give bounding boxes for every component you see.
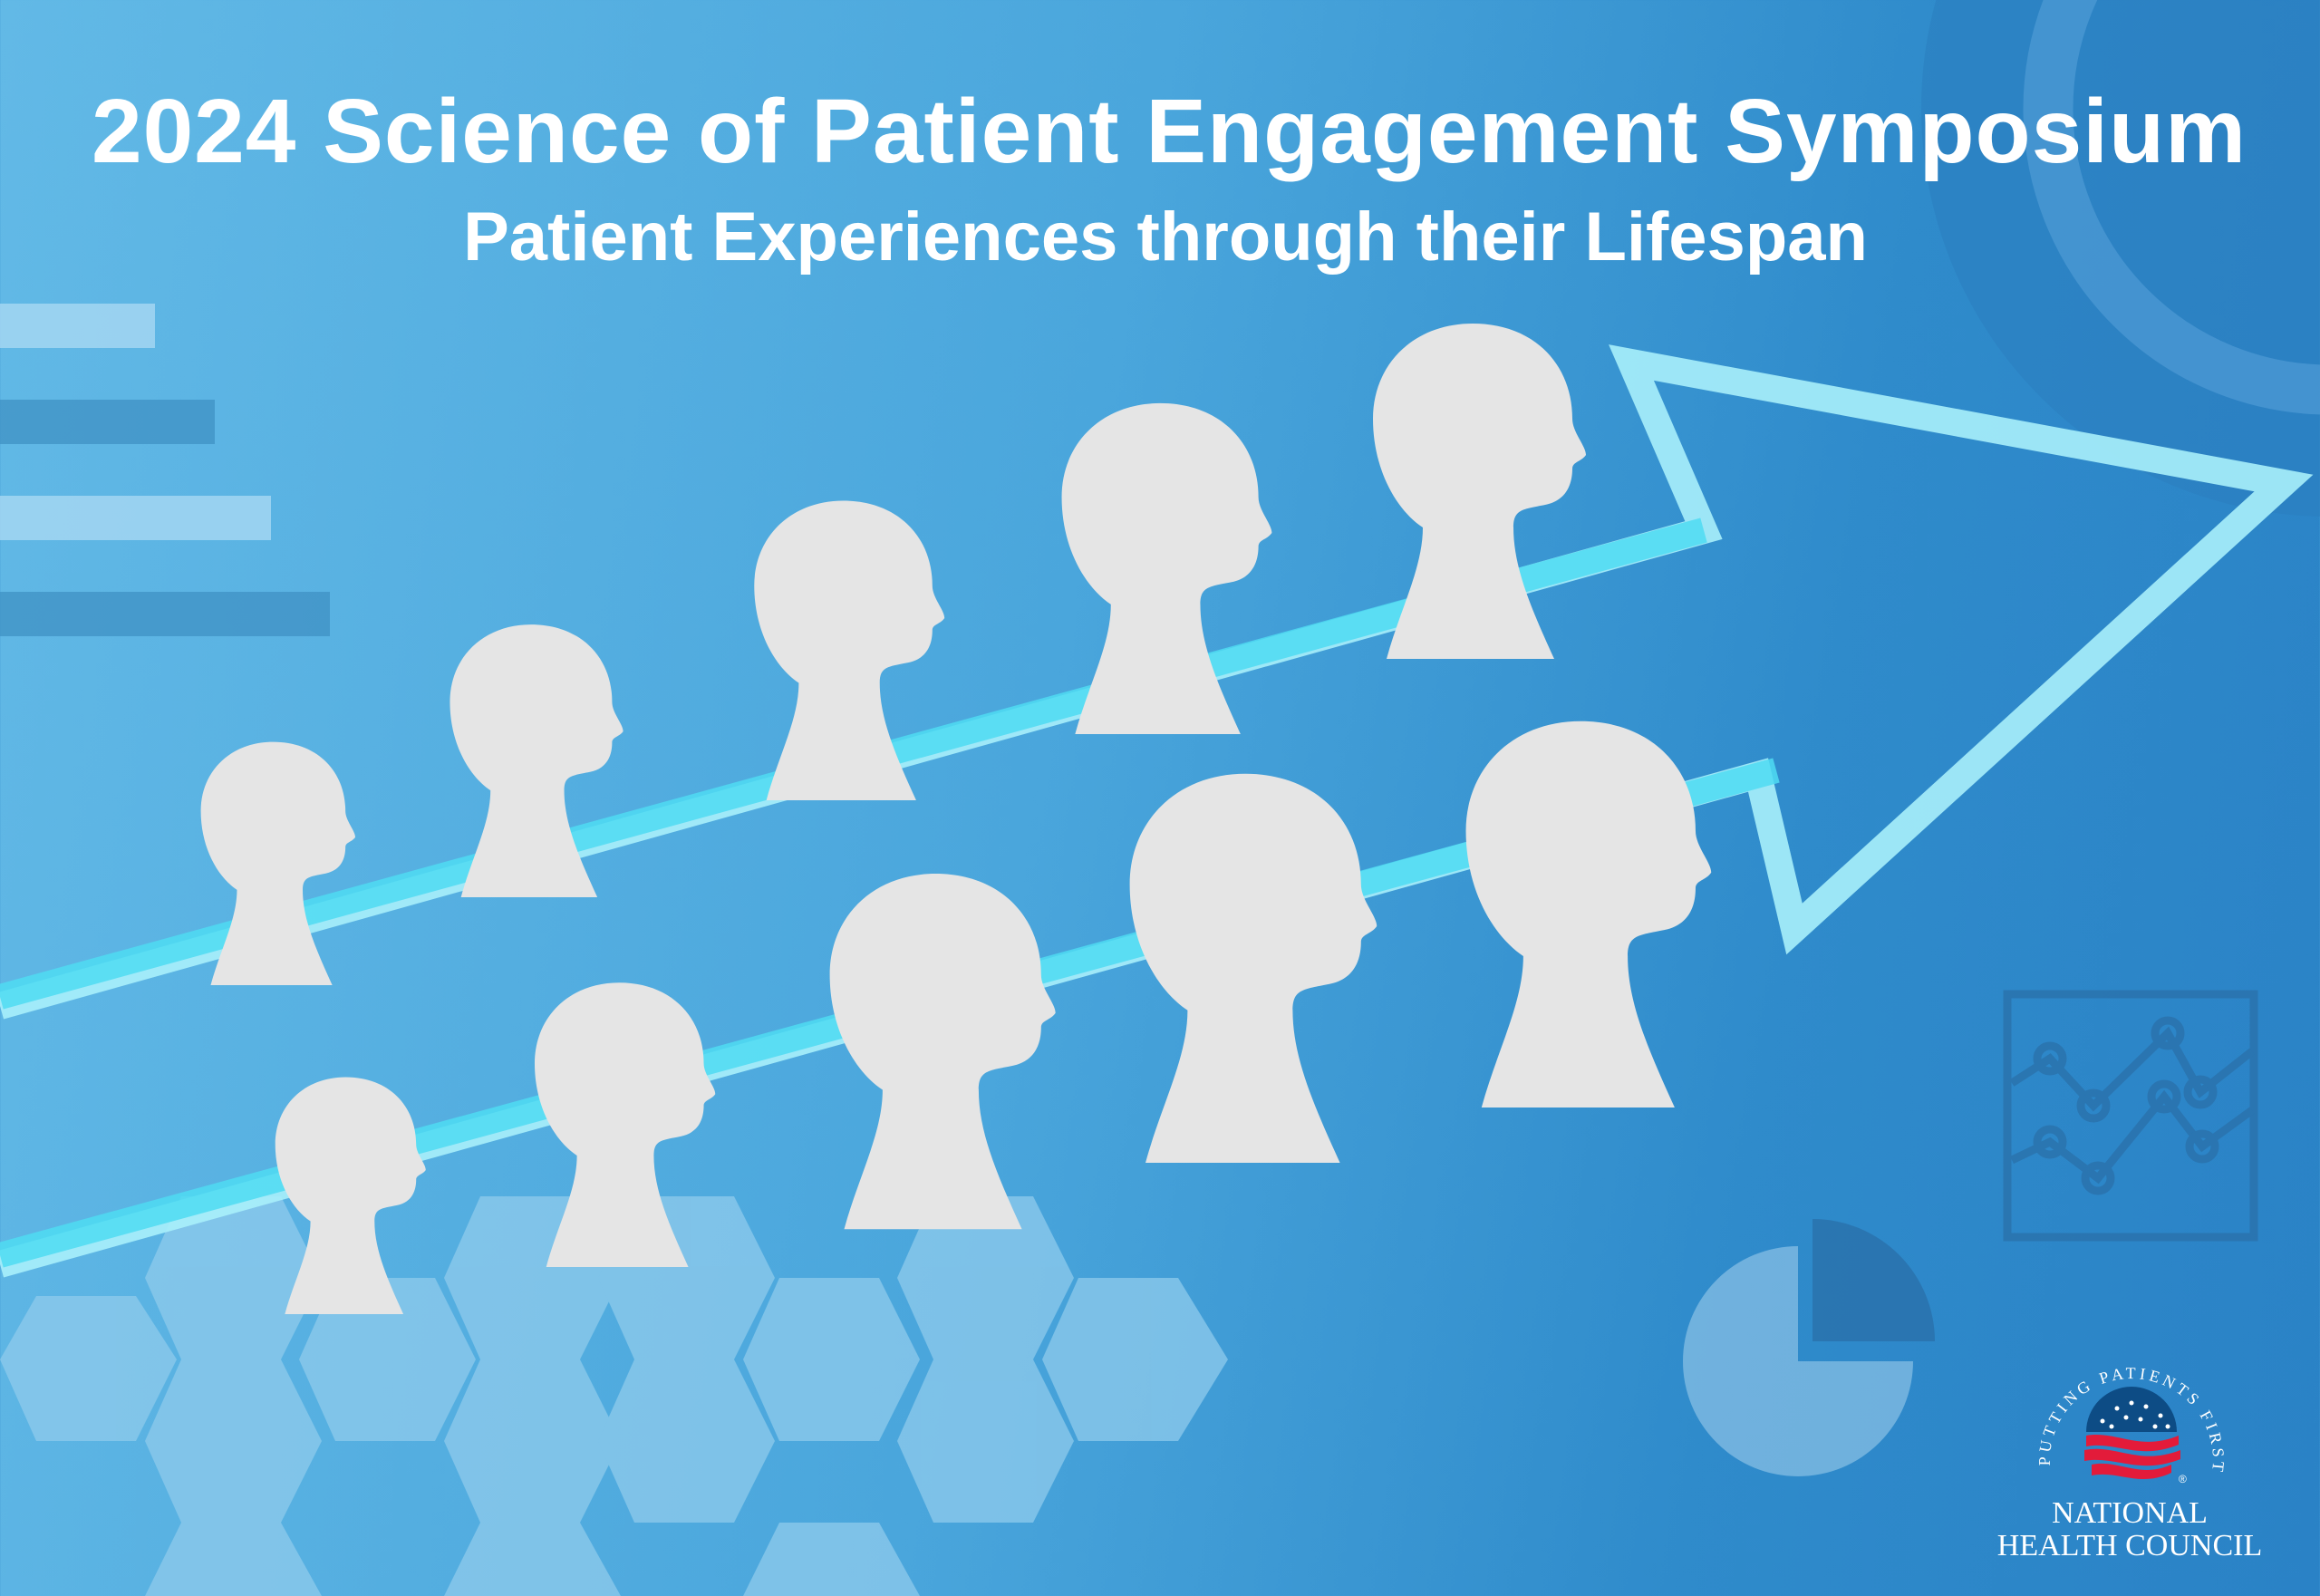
adult-woman-silhouette	[1373, 324, 1586, 659]
decorative-ring	[2023, 0, 2320, 415]
decorative-bar	[0, 592, 330, 636]
logo-name-line2: HEALTH COUNCIL	[1996, 1529, 2263, 1562]
line-chart-icon	[2003, 990, 2258, 1242]
hexagon-pattern	[0, 1196, 1228, 1596]
national-health-council-logo: ® PUTTING PATIENTS FIRST NATIONAL HEALTH…	[1985, 1332, 2275, 1568]
decorative-bar	[0, 304, 155, 348]
teen-boy-silhouette	[829, 874, 1056, 1230]
child-silhouette	[200, 741, 356, 985]
page-subtitle: Patient Experiences through their Lifesp…	[463, 198, 1868, 276]
adult-man-silhouette	[1129, 773, 1378, 1163]
child-curly-hair-silhouette	[450, 624, 624, 897]
page-title: 2024 Science of Patient Engagement Sympo…	[91, 81, 2248, 182]
young-woman-silhouette	[1061, 402, 1272, 734]
older-man-silhouette	[1465, 721, 1712, 1108]
decorative-bar	[0, 400, 215, 444]
flag-emblem-icon: ® PUTTING PATIENTS FIRST	[2035, 1364, 2224, 1485]
registered-mark: ®	[2179, 1473, 2187, 1485]
decorative-bar	[0, 496, 271, 540]
pie-chart-icon	[1683, 1219, 1935, 1476]
logo-name-line1: NATIONAL	[2052, 1496, 2208, 1530]
